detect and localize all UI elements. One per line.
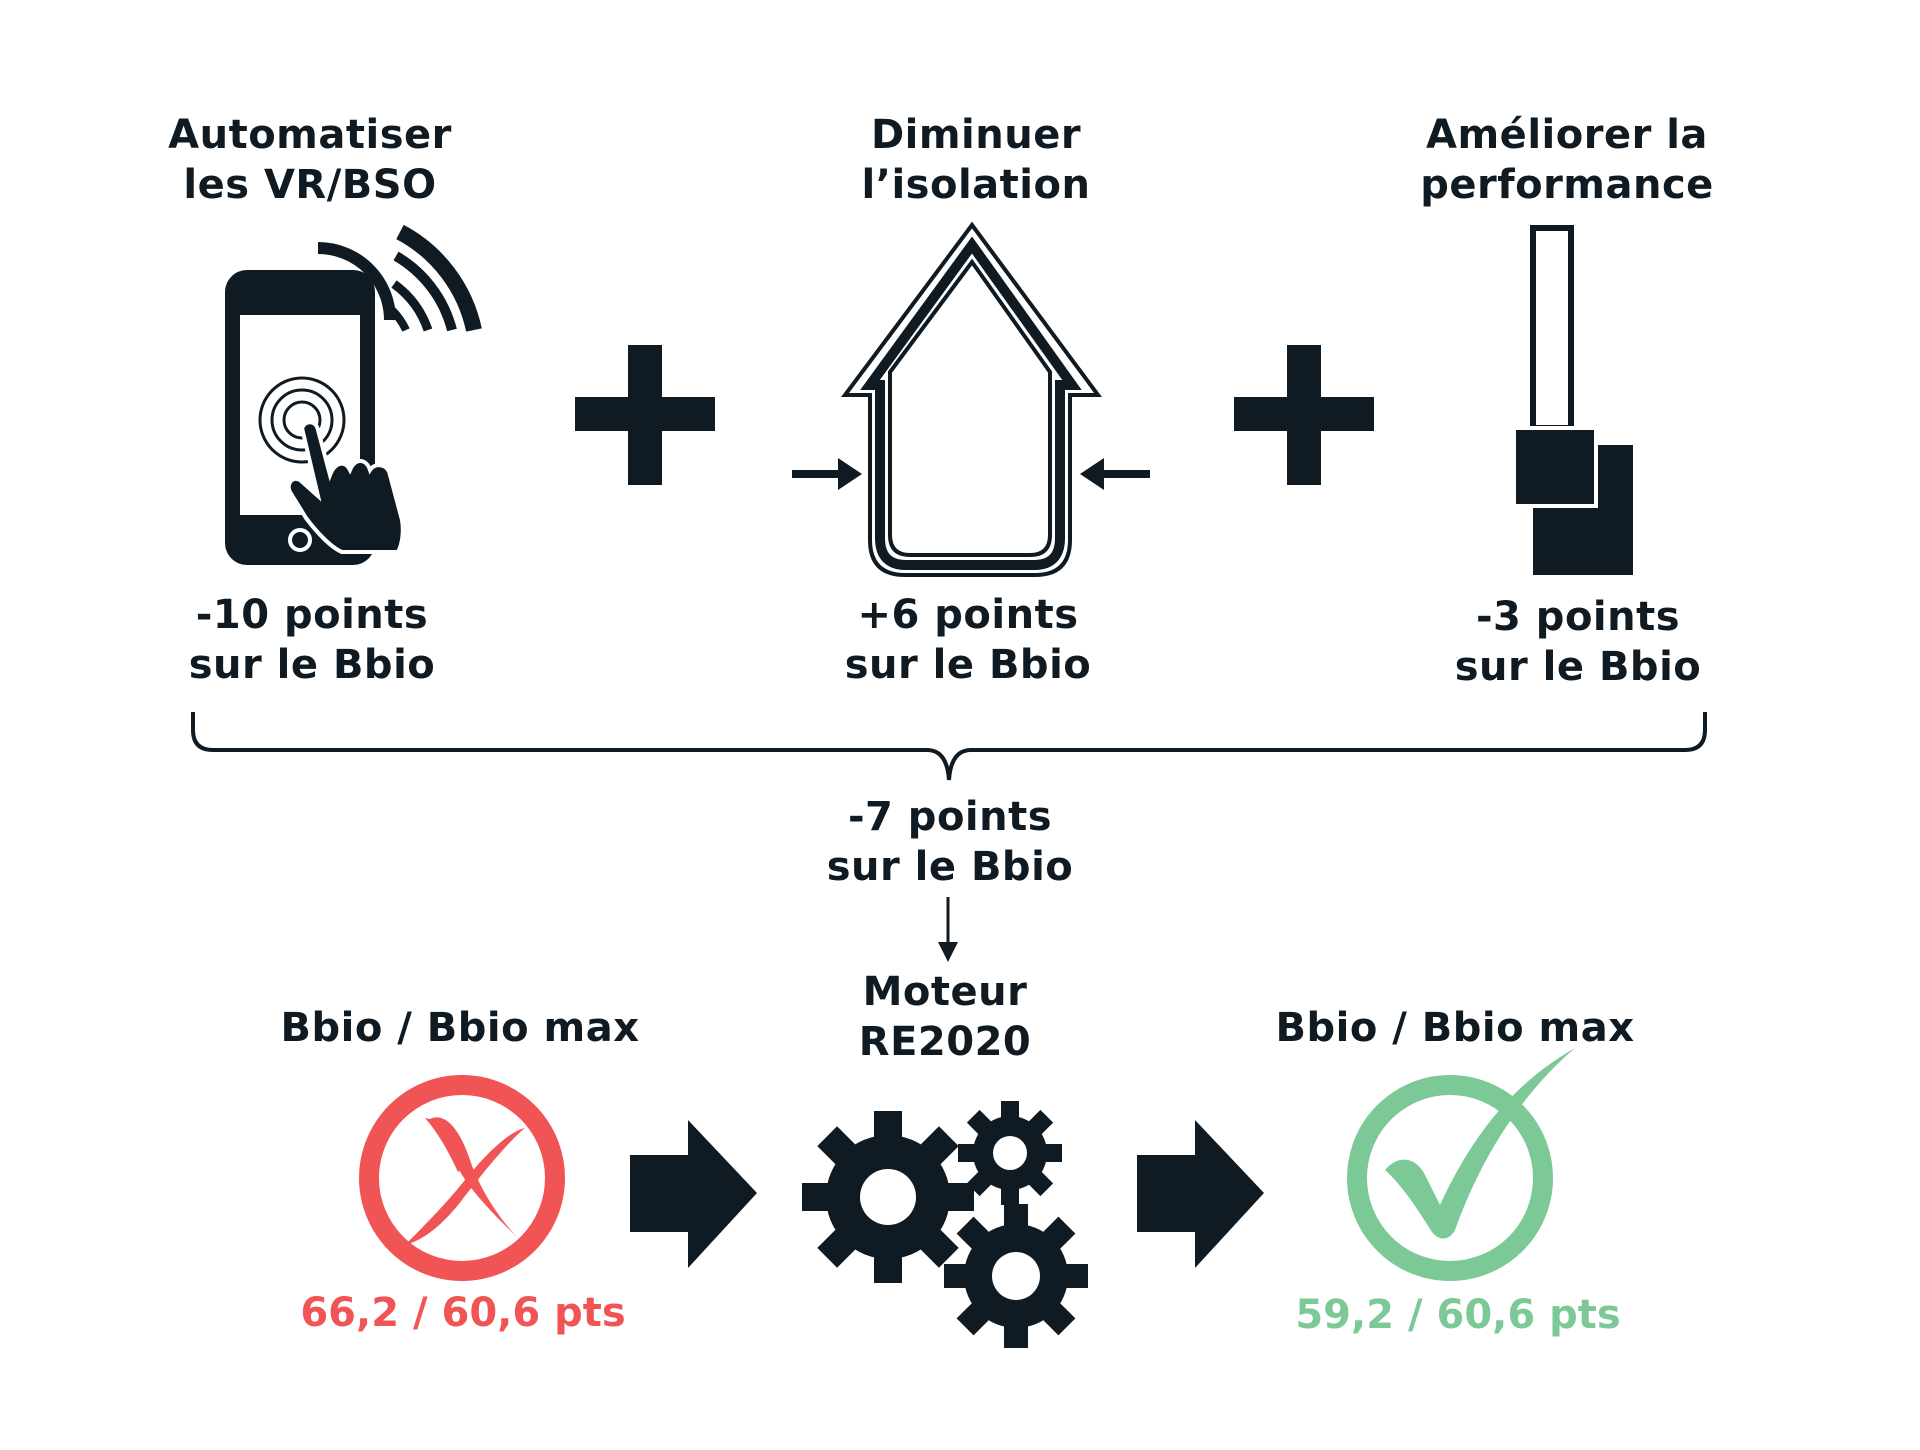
smartphone-touch-wifi-icon bbox=[225, 224, 482, 565]
step-2-title: Diminuer l’isolation bbox=[862, 110, 1091, 210]
step-1-title-line2: les VR/BSO bbox=[183, 162, 437, 208]
step-2-title-line1: Diminuer bbox=[870, 112, 1082, 158]
step-3-title-line2: performance bbox=[1420, 162, 1714, 208]
step-1-result: -10 points sur le Bbio bbox=[189, 590, 436, 690]
engine-label-line2: RE2020 bbox=[858, 1019, 1032, 1065]
step-1-title: Automatiser les VR/BSO bbox=[168, 110, 452, 210]
step-1-title-line1: Automatiser bbox=[168, 112, 452, 158]
plus-icon bbox=[1234, 345, 1374, 485]
after-score: 59,2 / 60,6 pts bbox=[1295, 1292, 1621, 1338]
gears-icon bbox=[802, 1101, 1088, 1348]
total-result-line2: sur le Bbio bbox=[826, 844, 1074, 890]
after-label: Bbio / Bbio max bbox=[1275, 1005, 1635, 1051]
before-label: Bbio / Bbio max bbox=[280, 1005, 640, 1051]
step-2-result-line2: sur le Bbio bbox=[844, 642, 1092, 688]
step-1-result-line1: -10 points bbox=[195, 592, 429, 638]
step-3-result-line2: sur le Bbio bbox=[1454, 644, 1702, 690]
check-circle-icon bbox=[1347, 1048, 1575, 1281]
plus-icon bbox=[575, 345, 715, 485]
cross-circle-icon bbox=[359, 1075, 565, 1281]
right-arrow bbox=[1137, 1120, 1264, 1268]
window-performance-icon bbox=[1512, 225, 1633, 575]
total-result-line1: -7 points bbox=[847, 794, 1053, 840]
step-2-result: +6 points sur le Bbio bbox=[845, 590, 1092, 690]
engine-label-line1: Moteur bbox=[862, 969, 1028, 1015]
house-insulation-icon bbox=[792, 221, 1150, 577]
step-2-title-line2: l’isolation bbox=[861, 162, 1091, 208]
step-2-result-line1: +6 points bbox=[857, 592, 1079, 638]
step-3-result: -3 points sur le Bbio bbox=[1455, 592, 1702, 692]
down-arrow bbox=[938, 897, 958, 962]
total-brace bbox=[191, 712, 1707, 781]
step-3-title-line1: Améliorer la bbox=[1426, 112, 1708, 158]
total-result: -7 points sur le Bbio bbox=[827, 792, 1074, 892]
step-3-title: Améliorer la performance bbox=[1420, 110, 1714, 210]
right-arrow bbox=[630, 1120, 757, 1268]
step-3-result-line1: -3 points bbox=[1475, 594, 1681, 640]
engine-label: Moteur RE2020 bbox=[859, 967, 1031, 1067]
step-1-result-line2: sur le Bbio bbox=[188, 642, 436, 688]
before-score: 66,2 / 60,6 pts bbox=[300, 1290, 626, 1336]
